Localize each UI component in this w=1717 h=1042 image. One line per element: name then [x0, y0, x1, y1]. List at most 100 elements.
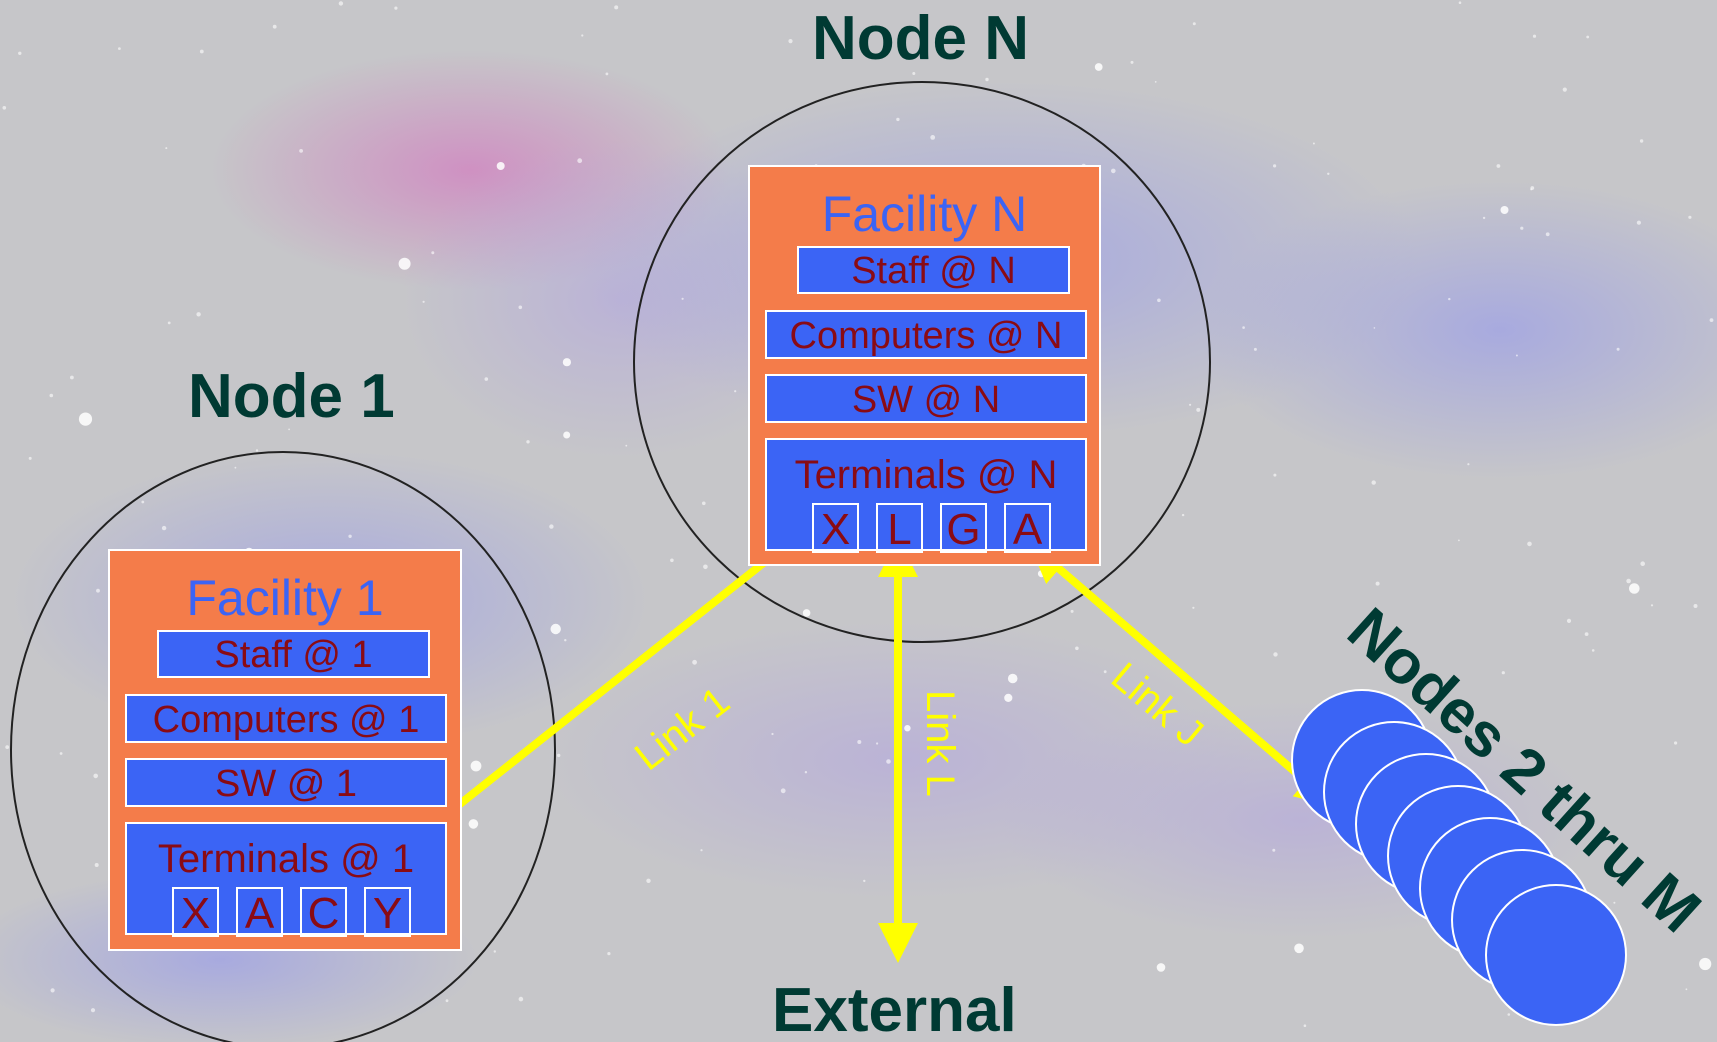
staff-1: Staff @ 1: [157, 630, 430, 678]
star: [1075, 646, 1079, 651]
star: [1070, 609, 1074, 613]
star: [70, 375, 74, 380]
star: [1709, 318, 1714, 322]
star: [702, 501, 706, 506]
star: [607, 952, 611, 956]
staff-n: Staff @ N: [797, 246, 1070, 294]
star: [614, 5, 619, 10]
star: [1586, 35, 1590, 39]
star: [681, 297, 684, 300]
star: [1242, 326, 1245, 329]
star: [338, 1, 344, 6]
star: [896, 117, 900, 122]
star: [1496, 164, 1501, 168]
software-n: SW @ N: [765, 374, 1087, 423]
star: [1500, 206, 1509, 214]
terminals-1: Terminals @ 1 X A C Y: [125, 822, 447, 937]
star: [1532, 34, 1537, 38]
star: [1545, 232, 1550, 237]
star: [1626, 578, 1631, 584]
star: [1515, 354, 1518, 357]
star: [94, 863, 99, 867]
star: [1156, 963, 1166, 972]
star: [1192, 22, 1196, 26]
star: [788, 39, 793, 44]
star: [1094, 63, 1103, 71]
star: [1636, 220, 1641, 225]
facility-n: Facility N Staff @ N Computers @ N SW @ …: [748, 165, 1101, 566]
star: [692, 659, 697, 665]
star: [288, 428, 290, 431]
star: [876, 742, 879, 745]
link-l-label: Link L: [918, 690, 962, 797]
star: [1699, 957, 1712, 971]
terminal-n-l: L: [876, 503, 923, 553]
star: [1157, 298, 1161, 303]
star: [422, 300, 425, 303]
star: [1327, 172, 1330, 175]
star: [605, 72, 609, 76]
star: [1688, 215, 1692, 219]
star: [1273, 164, 1277, 168]
star: [118, 47, 121, 50]
star: [199, 49, 204, 54]
star: [904, 725, 911, 732]
nodes-2-thru-m-stack: [1291, 689, 1627, 1026]
star: [1448, 297, 1451, 301]
star: [1685, 988, 1688, 991]
star: [1181, 513, 1185, 517]
star: [804, 771, 808, 774]
node-1-title: Node 1: [188, 362, 395, 431]
star: [484, 377, 489, 381]
star: [1294, 943, 1304, 954]
terminal-1-a: A: [236, 887, 283, 937]
star: [1616, 347, 1620, 351]
star: [863, 879, 866, 883]
star: [50, 988, 55, 993]
star: [780, 788, 786, 794]
star: [563, 431, 571, 439]
star: [734, 390, 737, 393]
star: [398, 257, 411, 270]
star: [700, 849, 703, 852]
star: [1458, 1, 1462, 4]
external-title: External: [772, 976, 1017, 1042]
star: [1527, 541, 1532, 547]
star: [1520, 226, 1524, 230]
star: [550, 623, 561, 635]
computers-1: Computers @ 1: [125, 694, 447, 743]
star: [526, 440, 530, 444]
star: [886, 759, 891, 764]
star: [1482, 216, 1486, 220]
star: [1130, 60, 1134, 64]
star: [1007, 673, 1018, 684]
star: [234, 466, 237, 469]
star: [1273, 473, 1277, 477]
star: [78, 412, 93, 426]
star: [299, 149, 303, 153]
star: [802, 609, 811, 617]
star: [1303, 1024, 1307, 1027]
star: [1196, 407, 1201, 412]
star: [549, 524, 554, 529]
star: [646, 878, 651, 883]
terminal-1-y: Y: [364, 887, 411, 937]
star: [18, 51, 22, 55]
star: [930, 135, 936, 140]
star: [1613, 901, 1616, 904]
star: [1037, 570, 1045, 578]
star: [2, 106, 7, 110]
star: [96, 588, 100, 593]
star: [857, 740, 862, 744]
star: [59, 752, 63, 755]
star: [1312, 142, 1315, 145]
star: [272, 24, 277, 29]
star: [1111, 168, 1116, 174]
star: [670, 558, 674, 563]
star: [470, 760, 482, 772]
star: [90, 1008, 96, 1013]
terminal-n-g: G: [940, 503, 987, 553]
node-circle: [1485, 884, 1627, 1026]
star: [1272, 848, 1276, 852]
